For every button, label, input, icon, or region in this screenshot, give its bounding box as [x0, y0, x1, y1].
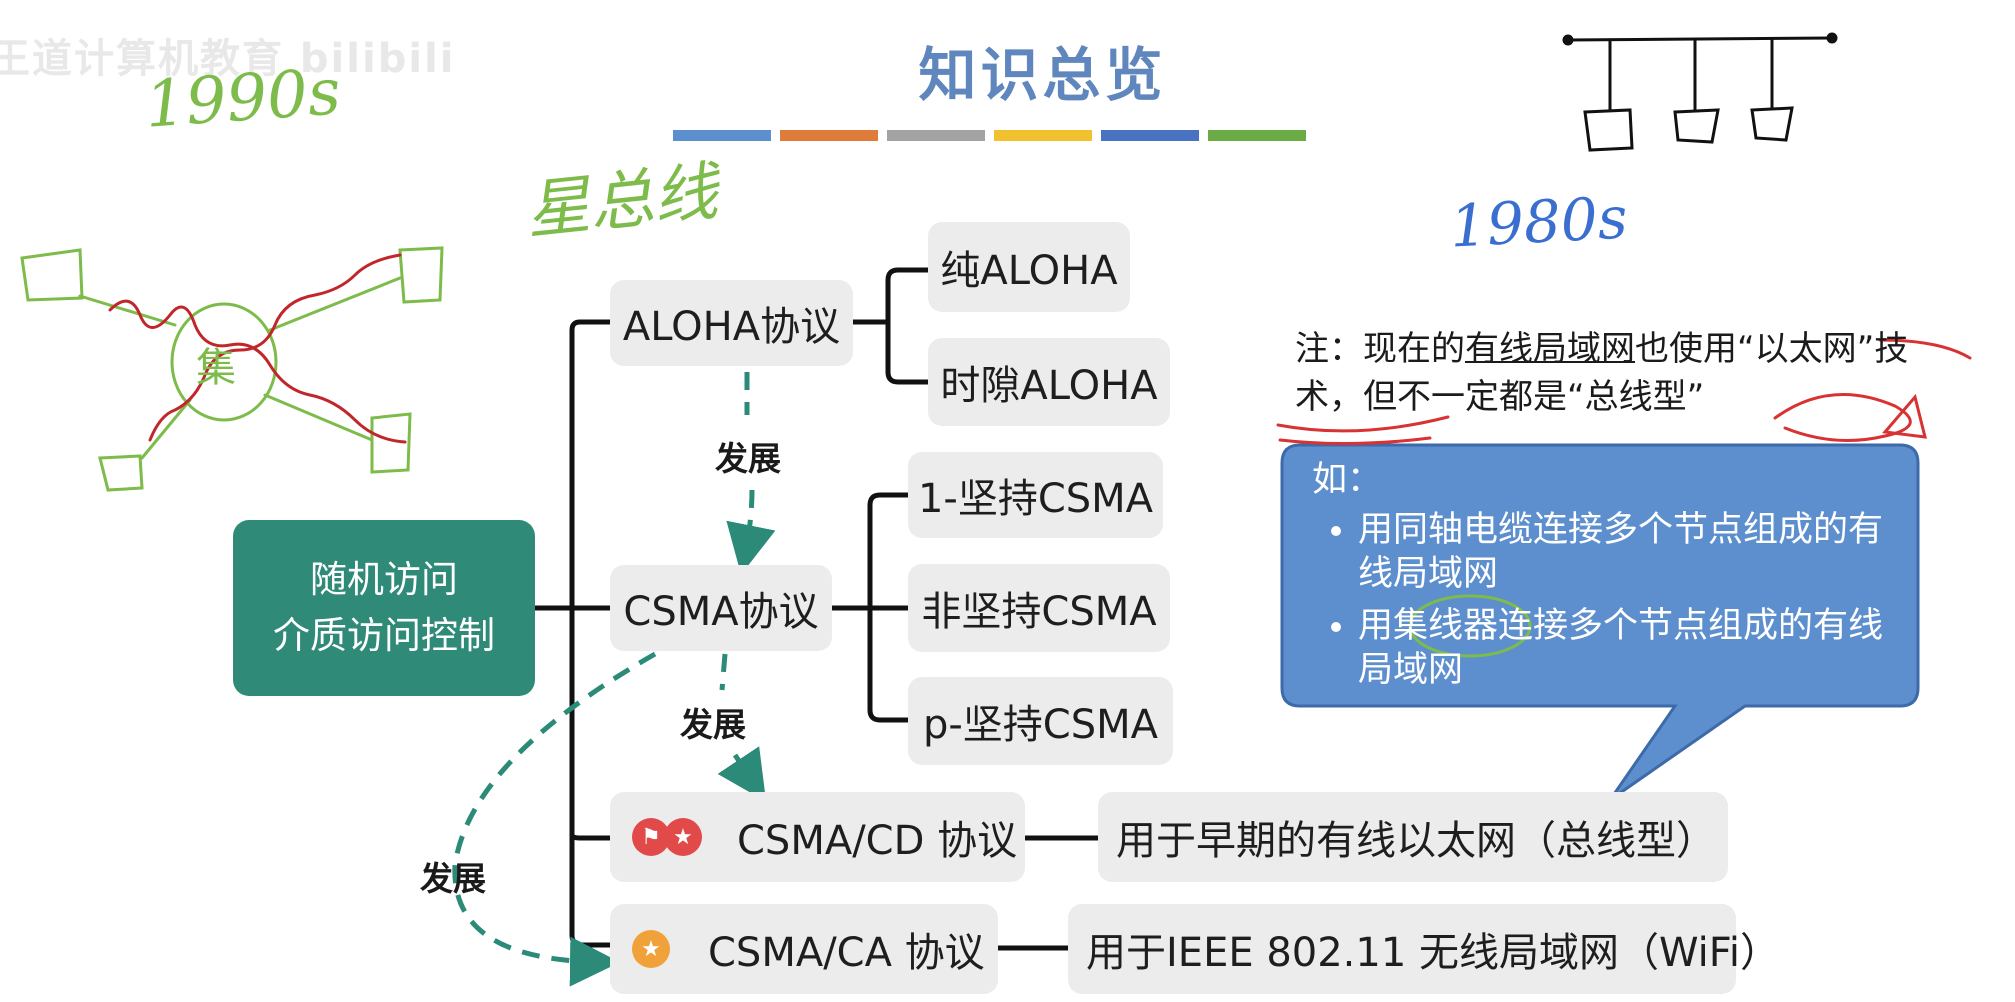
main-trunk — [569, 319, 613, 948]
star-badge-orange-icon: ★ — [632, 930, 670, 968]
node-csma-cd: CSMA/CD 协议 — [610, 792, 1025, 882]
node-csma-ca: CSMA/CA 协议 — [610, 904, 998, 994]
hand-bus-topology — [1562, 32, 1838, 152]
speech-bubble — [1280, 443, 1920, 802]
hub-highlight-circle — [1408, 594, 1532, 658]
develop-label-2: 发展 — [680, 705, 746, 744]
node-aloha: ALOHA协议 — [610, 280, 853, 366]
page-title-text: 知识总览 — [918, 41, 1167, 109]
node-csma-p-persistent: p-坚持CSMA — [908, 677, 1173, 765]
node-csma-1-persistent: 1-坚持CSMA — [908, 452, 1163, 538]
bubble-item-1: 用同轴电缆连接多个节点组成的有线局域网 — [1358, 508, 1912, 596]
title-bar-segment — [887, 130, 985, 141]
node-csma-non-persistent: 非坚持CSMA — [908, 564, 1170, 652]
note-suffix: 也使用“以太网”技术，但不一定都是“总线型” — [1295, 329, 1909, 417]
note-underlined: 有线局域网 — [1465, 329, 1635, 369]
flag-badge-icon: ⚑ — [632, 818, 670, 856]
note-prefix: 注：现在的 — [1295, 329, 1465, 369]
title-bar-segment — [1208, 130, 1306, 141]
bubble-content: 如： 用同轴电缆连接多个节点组成的有线局域网 用集线器连接多个节点组成的有线局域… — [1312, 458, 1912, 700]
bubble-item-2: 用集线器连接多个节点组成的有线局域网 — [1358, 604, 1912, 692]
aloha-branch — [850, 267, 931, 385]
develop-arrow-1 — [745, 372, 752, 555]
title-bar-segment — [1101, 130, 1199, 141]
red-annotations — [1276, 338, 1972, 446]
page-title: 知识总览 — [0, 28, 2015, 112]
note-text: 注：现在的有线局域网也使用“以太网”技术，但不一定都是“总线型” — [1295, 325, 1935, 421]
node-csma-ca-description: 用于IEEE 802.11 无线局域网（WiFi） — [1068, 904, 1780, 994]
node-csma-cd-description: 用于早期的有线以太网（总线型） — [1098, 792, 1728, 882]
root-line-1: 随机访问 — [310, 558, 458, 601]
develop-label-1: 发展 — [715, 439, 781, 478]
node-csma: CSMA协议 — [610, 565, 832, 651]
hand-star-topology — [20, 246, 444, 492]
watermark: 王道计算机教育 bilibili — [0, 36, 456, 82]
develop-label-3: 发展 — [420, 859, 486, 898]
node-slotted-aloha: 时隙ALOHA — [928, 338, 1170, 426]
star-badge-icon: ★ — [664, 818, 702, 856]
node-pure-aloha: 纯ALOHA — [928, 222, 1130, 312]
bubble-lead: 如： — [1312, 460, 1383, 500]
bubble-list: 用同轴电缆连接多个节点组成的有线局域网 用集线器连接多个节点组成的有线局域网 — [1312, 508, 1912, 692]
handwritten-1990s: 1990s — [142, 55, 344, 143]
handwritten-hub-char: 集 — [196, 345, 236, 391]
develop-arrow-2 — [722, 653, 755, 785]
root-line-2: 介质访问控制 — [273, 614, 495, 657]
handwritten-1980s: 1980s — [1448, 183, 1630, 261]
title-bar-segment — [673, 130, 771, 141]
title-bar-segment — [994, 130, 1092, 141]
root-node-random-access: 随机访问 介质访问控制 — [233, 520, 535, 696]
title-bar-segment — [780, 130, 878, 141]
csma-branch — [829, 492, 911, 723]
